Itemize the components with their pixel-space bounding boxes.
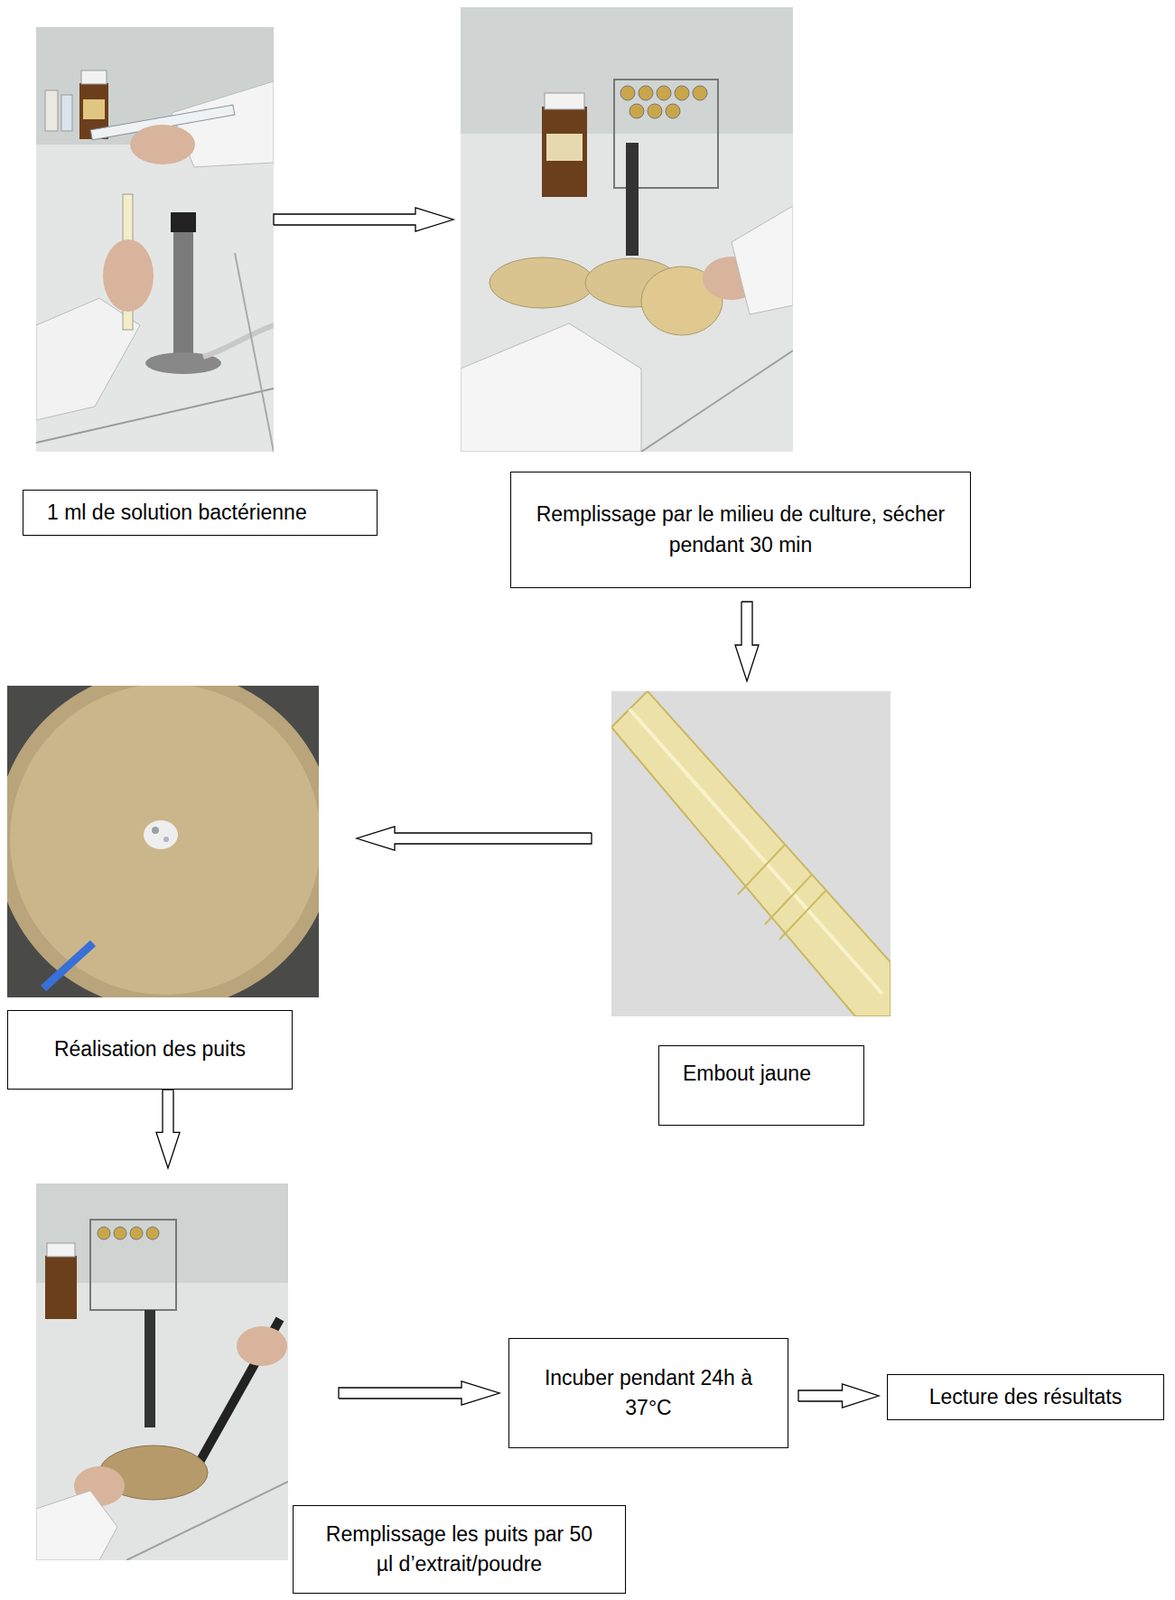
caption-box: 1 ml de solution bactérienne	[22, 489, 378, 536]
pipette-tip-photo	[611, 690, 891, 1017]
step-label: Réalisation des puits	[54, 1034, 246, 1064]
petri-dish-photo	[0, 669, 336, 1009]
step-node: Embout jaune	[611, 690, 891, 1017]
step-node: Incuber pendant 24h à 37°C	[508, 1337, 789, 1448]
flow-arrow	[735, 601, 759, 681]
lab-photo	[36, 1183, 289, 1560]
caption-box: Remplissage par le milieu de culture, sé…	[510, 471, 971, 588]
caption-box: Incuber pendant 24h à 37°C	[508, 1337, 789, 1448]
step-node: 1 ml de solution bactérienne	[36, 27, 274, 452]
step-label: Embout jaune	[682, 1058, 812, 1089]
step-label: Remplissage les puits par 50 µl d’extrai…	[317, 1519, 602, 1580]
step-node: Lecture des résultats	[886, 1373, 1165, 1418]
caption-box: Remplissage les puits par 50 µl d’extrai…	[292, 1504, 626, 1594]
caption-box: Lecture des résultats	[886, 1373, 1165, 1420]
flow-arrow	[156, 1089, 180, 1168]
lab-photo	[36, 27, 274, 452]
flow-arrow	[273, 207, 454, 232]
lab-photo	[460, 7, 793, 452]
step-node: Réalisation des puits	[7, 685, 319, 998]
step-label: 1 ml de solution bactérienne	[46, 497, 308, 528]
step-node: Remplissage par le milieu de culture, sé…	[460, 7, 793, 452]
caption-box: Réalisation des puits	[7, 1009, 293, 1090]
flow-arrow	[338, 1380, 500, 1405]
step-node: Remplissage les puits par 50 µl d’extrai…	[36, 1183, 289, 1560]
flow-arrow	[798, 1383, 879, 1408]
caption-box: Embout jaune	[658, 1044, 865, 1126]
flow-arrow	[356, 826, 592, 850]
step-label: Lecture des résultats	[929, 1381, 1123, 1412]
step-label: Incuber pendant 24h à 37°C	[532, 1362, 765, 1424]
step-label: Remplissage par le milieu de culture, sé…	[534, 499, 947, 560]
